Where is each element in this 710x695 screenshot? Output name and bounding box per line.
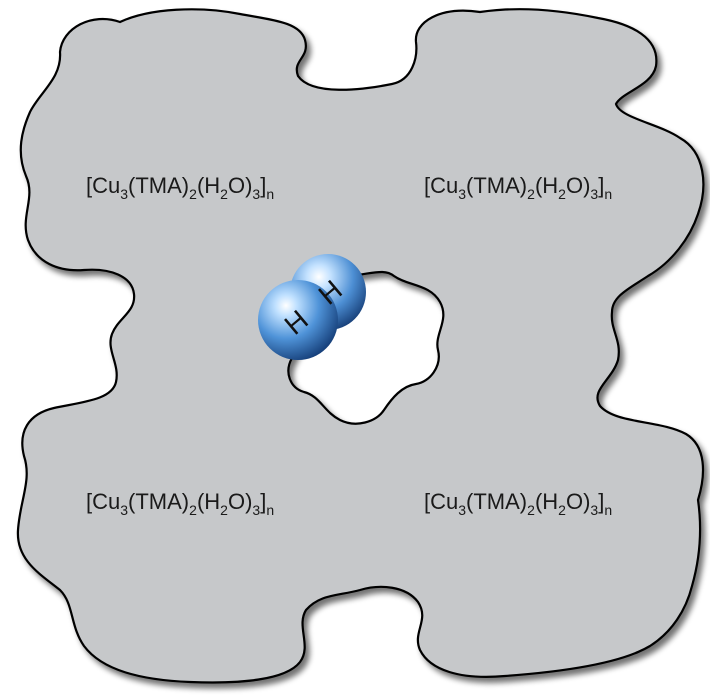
framework-body <box>16 8 705 684</box>
hydrogen-atom-lower <box>258 280 338 360</box>
formula-bottom-right: [Cu3(TMA)2(H2O)3]n <box>424 489 612 518</box>
formula-top-left: [Cu3(TMA)2(H2O)3]n <box>86 173 274 202</box>
formula-bottom-left: [Cu3(TMA)2(H2O)3]n <box>86 489 274 518</box>
hydrogen-molecule: H H <box>258 254 366 360</box>
formula-top-right: [Cu3(TMA)2(H2O)3]n <box>424 173 612 202</box>
